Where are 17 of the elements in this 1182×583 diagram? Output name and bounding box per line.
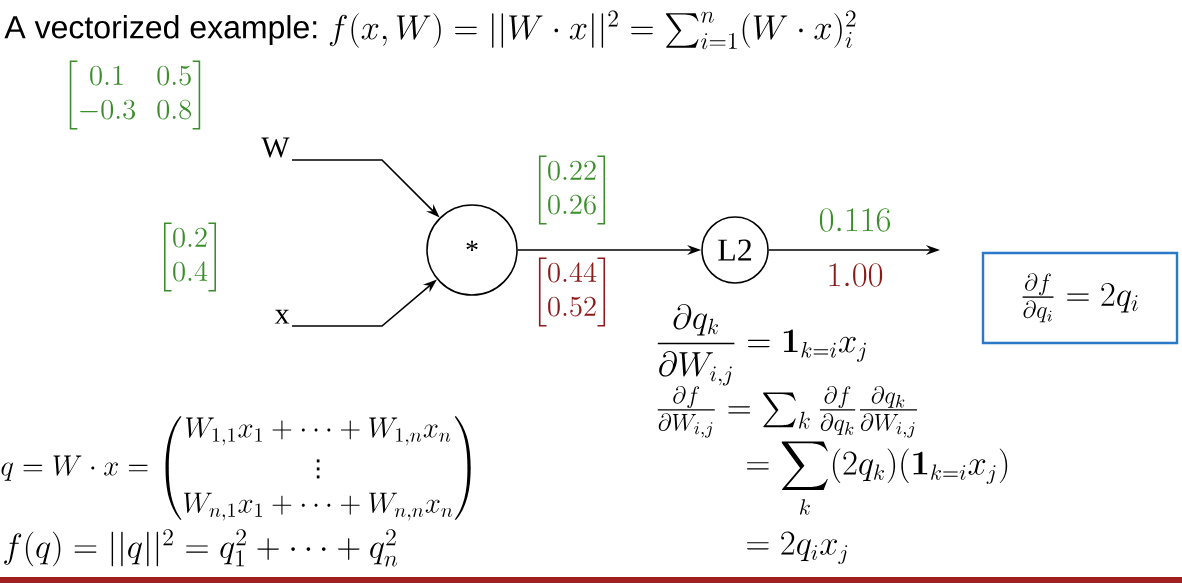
matrix: $\begin{bmatrix} 0.1 & 0.5 \\ -0.3 & 0.8 \end{bmatrix}$ [69,60,201,130]
matrix: $\begin{bmatrix} 0.44 \\ 0.52 \end{bmatrix}$ [538,257,606,327]
matrix: $\begin{bmatrix} 0.22 \\ 0.26 \end{bmatrix}$ [538,155,606,225]
variable-label: x [274,309,290,324]
title: A vectorized example: [4,15,317,45]
formula: $= 2q_i x_j$ [747,531,848,565]
formula: $f(q) = ||q||^2 = q_1^2 + \cdots + q_n^2$ [4,529,398,567]
value-label: $1.00$ [829,263,883,287]
variable-label: W [261,137,290,158]
result-box: $\frac{\partial f}{\partial q_i} = 2q_i$ [981,251,1179,345]
formula: $\tfrac{\partial f}{\partial W_{i,j}} = \sum_k \tfrac{\partial f}{\partial q_k} \tfrac{\partial q_k}{\partial W_{i,j}}$ [657,386,917,438]
formula: $q = W \cdot x = \begin{pmatrix} W_{1,1}x_1 + \cdots + W_{1,n}x_n \\ \vdots \\ W_{n,1}x_1 + \cdots + W_{n,n}x_n \end{pmatrix}$ [1,416,471,521]
value-label: $0.116$ [819,208,891,232]
formula: $f(x, W) = ||W \cdot x||^2 = \sum_{i=1}^n (W \cdot x)_i^2$ [329,10,856,50]
matrix: $\begin{bmatrix} 0.2 \\ 0.4 \end{bmatrix}$ [163,222,216,292]
formula: $= \sum_k (2q_k)(\mathbf{1}_{k=i} x_j)$ [747,441,1008,515]
formula: $\frac{\partial q_k}{\partial W_{i,j}} = \mathbf{1}_{k=i} x_j$ [657,304,866,386]
